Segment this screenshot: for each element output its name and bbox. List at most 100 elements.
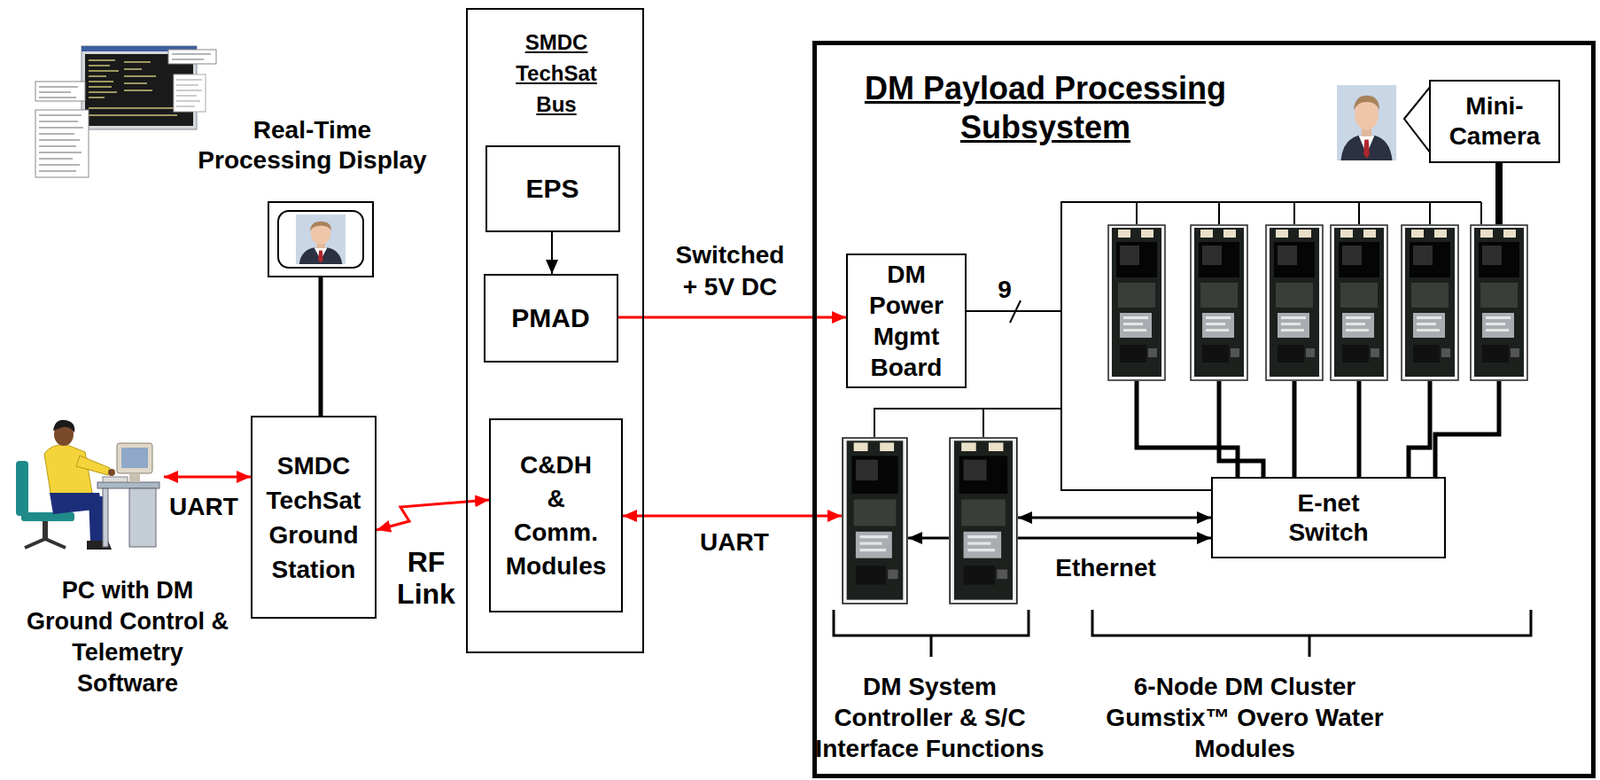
ethernet-arrow <box>908 536 1212 540</box>
connector <box>1136 380 1238 477</box>
connector <box>318 277 324 416</box>
label-anchor: RF Link <box>390 545 462 610</box>
person-at-computer <box>21 512 75 521</box>
ethernet-wire <box>1435 380 1500 477</box>
label-anchor: Ethernet <box>1048 552 1164 583</box>
person-at-computer <box>97 481 160 489</box>
person-at-computer <box>15 419 160 550</box>
text-anchor: 6-Node DM Cluster Gumstix™ Overo Water M… <box>1098 670 1391 764</box>
gumstix-module <box>1330 225 1388 381</box>
label-anchor: 9 <box>991 274 1018 305</box>
person-at-computer <box>53 419 75 433</box>
gumstix-module <box>842 225 1528 604</box>
connector <box>622 514 842 518</box>
person-at-computer <box>76 455 110 475</box>
switch-box: E-net Switch <box>1211 476 1446 559</box>
display-screen <box>278 210 364 268</box>
label-anchor: UART <box>159 491 249 522</box>
label-anchor: UART <box>690 527 779 558</box>
node-text: E-net Switch <box>1280 488 1378 547</box>
node-text: PMAD <box>489 302 614 334</box>
node-text: SMDC TechSat Bus <box>507 26 606 120</box>
process-box: PMAD <box>483 273 619 363</box>
screenshot-window <box>173 74 206 112</box>
screenshot-window <box>176 79 202 107</box>
node-text: EPS <box>490 172 615 205</box>
person-at-computer <box>24 538 66 548</box>
label-anchor: Switched + 5V DC <box>670 239 791 303</box>
edge-label: 9 <box>991 274 1018 305</box>
screenshot-window <box>38 115 84 171</box>
edge-label: Switched + 5V DC <box>670 239 791 303</box>
person-at-computer <box>129 488 156 547</box>
display-screen <box>278 210 364 268</box>
screenshot-window <box>35 109 89 178</box>
connector <box>966 310 1062 437</box>
person-at-computer <box>15 460 29 516</box>
gumstix-module <box>1470 225 1528 381</box>
ethernet-arrow <box>908 536 949 540</box>
cluster-group: 6-Node DM Cluster Gumstix™ Overo Water M… <box>1107 224 1528 381</box>
screenshot-window <box>35 46 217 178</box>
text-anchor: DM System Controller & S/C Interface Fun… <box>807 670 1052 764</box>
node-text: 6-Node DM Cluster Gumstix™ Overo Water M… <box>1098 670 1391 764</box>
person-at-computer <box>88 496 105 543</box>
screenshot-window <box>171 54 211 60</box>
screenshot-window <box>35 81 86 101</box>
display-screen <box>295 214 346 265</box>
connector <box>966 310 1212 490</box>
edge-label: UART <box>159 491 249 522</box>
ethernet-wire <box>1292 380 1298 477</box>
ethernet-wire <box>1357 380 1362 477</box>
screenshot-window <box>168 49 217 64</box>
node-text: DM Power Mgmt Board <box>857 258 956 383</box>
payload-frame: DM Payload Processing Subsystem Mini-Came… <box>812 40 1596 778</box>
connector <box>163 475 251 479</box>
node-text: PC with DM Ground Control & Telemetry So… <box>25 574 230 700</box>
group-bracket <box>833 609 1029 657</box>
node-text: DM Payload Processing Subsystem <box>850 69 1241 148</box>
ethernet-wire <box>1408 380 1430 477</box>
power-bus-wire <box>874 408 984 437</box>
person-at-computer <box>129 473 140 482</box>
text-anchor: DM Payload Processing Subsystem <box>850 69 1241 148</box>
gumstix-module <box>1401 225 1459 381</box>
connector <box>551 232 553 274</box>
bus-frame: SMDC TechSat BusEPS PMAD C&DH & Comm. Modu… <box>466 7 645 653</box>
node-text: Mini-Camera <box>1434 91 1555 152</box>
text-anchor: SMDC TechSat Bus <box>507 26 606 120</box>
gumstix-module <box>949 437 1018 604</box>
power-board-box: DM Power Mgmt Board <box>846 253 967 389</box>
node-text: Real-Time Processing Display <box>190 115 435 176</box>
gumstix-module <box>1190 225 1248 381</box>
connector <box>966 201 1137 311</box>
power-bus-wire <box>1136 201 1482 225</box>
camera-subject <box>1336 85 1431 161</box>
ethernet-wire <box>1219 380 1264 477</box>
ethernet-arrow <box>1017 536 1212 540</box>
person-at-computer <box>121 447 148 468</box>
gumstix-module <box>1266 225 1323 381</box>
person-at-computer <box>102 488 109 547</box>
text-anchor: Real-Time Processing Display <box>190 115 435 176</box>
group-bracket <box>833 609 1531 657</box>
ethernet-wire <box>1219 380 1500 477</box>
connector <box>376 499 490 530</box>
camera-box: Mini-Camera <box>1429 79 1561 164</box>
pc-workstation: PC with DM Ground Control & Telemetry So… <box>8 416 164 550</box>
display-monitor: Real-Time Processing Display <box>267 201 374 278</box>
process-box: EPS <box>485 145 621 233</box>
text-anchor: PC with DM Ground Control & Telemetry So… <box>25 574 230 700</box>
gumstix-module <box>842 437 908 604</box>
screenshot-window <box>38 86 78 98</box>
camera-subject <box>1404 85 1431 154</box>
edge-label: Ethernet <box>1048 552 1164 583</box>
edge-label: UART <box>690 527 779 558</box>
node-text: DM System Controller & S/C Interface Fun… <box>807 670 1052 764</box>
node-text: C&DH & Comm. Modules <box>504 448 608 583</box>
person-at-computer <box>108 468 116 476</box>
process-box: C&DH & Comm. Modules <box>489 418 623 613</box>
